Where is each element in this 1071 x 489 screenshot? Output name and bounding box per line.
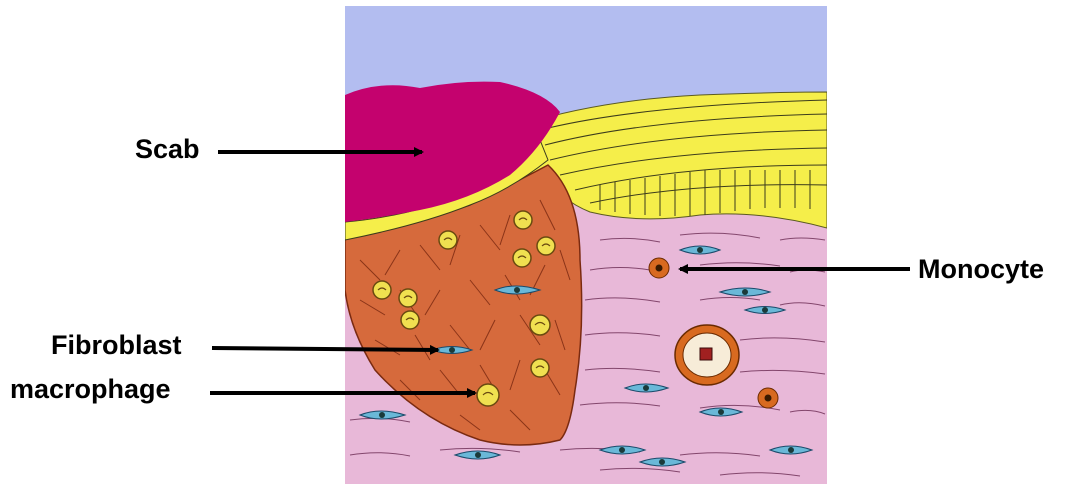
macrophage-cell: [537, 237, 555, 255]
macrophage-cell: [513, 249, 531, 267]
macrophage-cell: [531, 359, 549, 377]
macrophage-label: macrophage: [10, 376, 171, 403]
blood-vessel: [675, 325, 739, 385]
tissue-illustration: [345, 6, 827, 484]
fibroblast-label: Fibroblast: [51, 332, 182, 359]
macrophage-cell: [439, 231, 457, 249]
macrophage-cell: [530, 315, 550, 335]
macrophage-cell: [514, 211, 532, 229]
macrophage-cell: [399, 289, 417, 307]
macrophage-cell: [477, 384, 499, 406]
fibroblast-arrow: [212, 348, 438, 350]
scab-label: Scab: [135, 136, 200, 163]
macrophage-cell: [401, 311, 419, 329]
monocyte-label: Monocyte: [918, 256, 1044, 283]
macrophage-cell: [373, 281, 391, 299]
